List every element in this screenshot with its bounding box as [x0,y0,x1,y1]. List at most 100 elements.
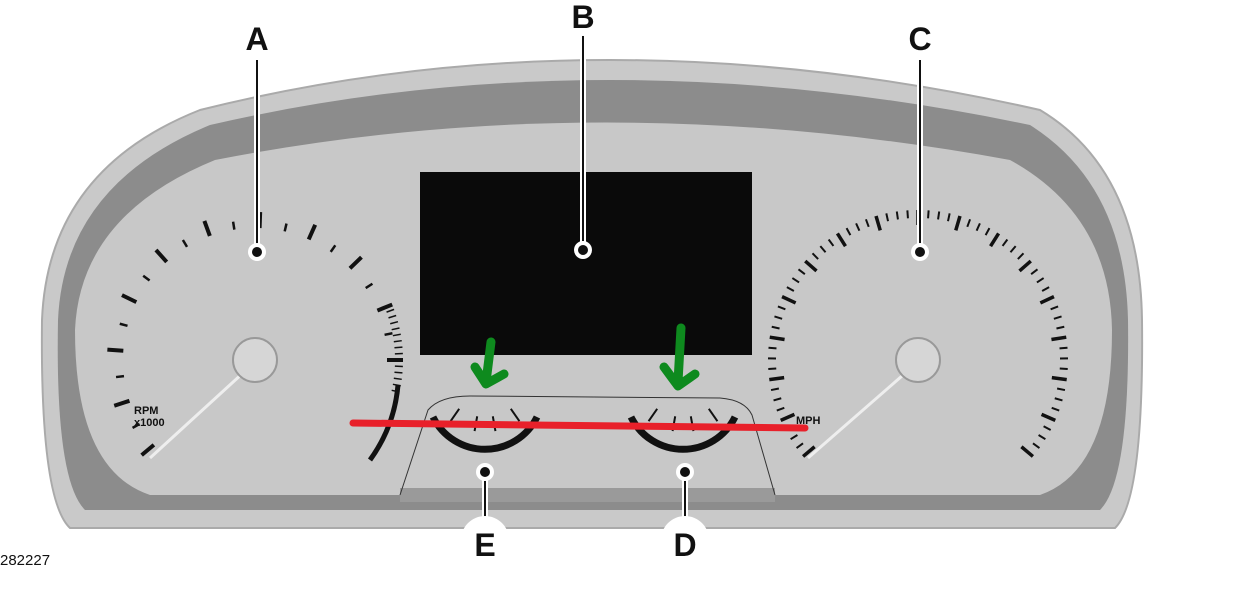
speedometer-tick [1009,245,1017,253]
speedometer-tick [855,222,861,232]
speedometer-tick [1050,305,1059,311]
speedometer-tick [779,412,796,423]
callout-dot-d [676,463,694,481]
callout-label-b: B [571,0,594,35]
speedometer-tick [770,387,780,392]
green-arrow-right-icon [659,323,700,391]
speedometer-tick [1017,252,1025,260]
speedometer-tick [1038,434,1046,441]
speedometer-tick [797,268,806,275]
tachometer-tick [115,374,125,379]
speedometer-tick [885,213,889,222]
speedometer-tick [790,434,798,441]
tachometer-tick [154,248,169,264]
tachometer-minor-tick [393,377,402,381]
tachometer-tick [231,221,236,230]
tachometer-tick [113,398,131,408]
tachometer-minor-tick [390,320,399,325]
speedometer-tick [819,245,827,253]
tachometer-tick [348,255,363,270]
speedometer-tick [989,232,1001,248]
speedometer-tick [1056,387,1066,392]
tachometer-minor-tick [393,339,402,343]
tachometer-tick [384,332,393,337]
speedometer-tick [984,227,991,236]
tachometer-tick [107,347,124,353]
speedometer-tick [1032,442,1041,449]
tachometer-minor-tick [388,314,397,319]
speedometer-hub [895,337,941,383]
tachometer-hub [232,337,278,383]
callout-dot-b [574,241,592,259]
speedometer-tick [804,259,818,273]
speedometer-tick [966,218,972,228]
fuel-gauge-tick [647,408,659,422]
speedometer-tick [773,397,782,402]
tachometer-tick [142,274,151,282]
tachometer-minor-tick [386,308,395,313]
speedometer-tick [1059,346,1068,350]
green-arrow-left-icon [470,337,509,389]
speedometer-tick [1018,259,1032,273]
callout-label-e: E [474,527,495,563]
mph-label: MPH [796,415,821,427]
tachometer-needle [148,360,257,460]
callout-dot-c [911,243,929,261]
speedometer-tick [937,211,941,220]
lower-gauge-housing [399,395,776,496]
speedometer-tick [975,222,981,232]
tachometer-tick [131,422,141,429]
tachometer-tick [376,302,393,313]
callout-label-c: C [908,21,931,57]
speedometer-tick [1043,425,1052,431]
speedometer-tick [1051,406,1060,412]
speedometer-tick [801,445,816,458]
speedometer-tick [845,227,852,236]
speedometer-tick [1051,375,1067,382]
tachometer-tick [181,239,189,248]
callout-dot-e [476,463,494,481]
speedometer-tick [1030,268,1039,275]
speedometer-tick [776,406,785,412]
fuel-gauge-arc [627,415,739,453]
tachometer-minor-tick [392,333,401,337]
speedometer-tick [835,232,847,248]
center-lower-strip [400,488,775,502]
tachometer-tick [365,282,374,290]
speedometer-tick [864,218,870,228]
speedometer-tick [1001,238,1009,247]
speedometer-tick [771,325,780,330]
speedometer-tick [791,277,800,284]
speedometer-tick [1056,325,1065,330]
speedometer-tick [874,215,882,231]
tachometer-minor-tick [391,327,400,331]
speedometer-tick [947,213,951,222]
speedometer-tick [769,375,785,382]
temp-gauge-arc [429,415,541,453]
rpm-multiplier-label: x1000 [134,417,165,429]
speedometer-tick [954,215,962,231]
speedometer-tick [1039,295,1055,305]
speedometer-tick [768,346,777,350]
callout-label-a: A [245,21,268,57]
speedometer-tick [1053,315,1062,320]
tachometer-tick [283,223,288,232]
speedometer-tick [1020,445,1035,458]
speedometer-tick [927,210,930,219]
speedometer-tick [786,286,795,292]
tachometer-minor-tick [394,371,403,374]
tachometer-tick [329,244,337,253]
speedometer-tick [895,211,899,220]
rpm-label: RPM [134,405,158,417]
speedometer-tick [1040,412,1057,423]
highlight-line [349,419,809,432]
speedometer-tick [781,295,797,305]
tachometer-tick [140,443,156,457]
callout-label-d: D [673,527,696,563]
tachometer-tick [119,322,128,328]
callout-dot-a [248,243,266,261]
temp-gauge-tick [509,408,521,422]
speedometer-tick [811,252,819,260]
tachometer-tick [306,223,318,241]
speedometer-tick [1036,277,1045,284]
